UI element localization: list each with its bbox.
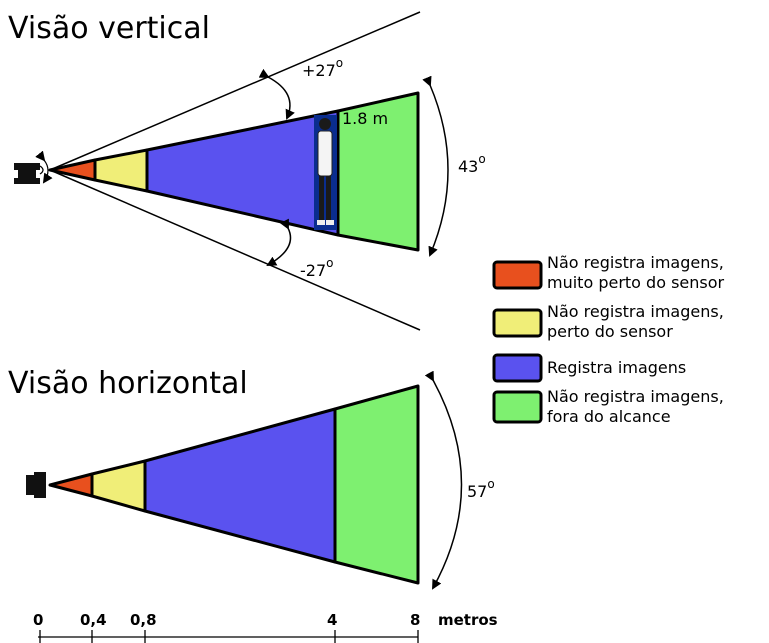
scale-label-0: 0	[33, 611, 43, 629]
angle-span-vertical-label: 43o	[458, 152, 486, 176]
vertical-zone-too-close	[48, 158, 97, 182]
vertical-zone-records	[145, 109, 340, 237]
vertical-zone-out-of-range	[336, 91, 420, 252]
angle-bottom-label: -27o	[300, 256, 333, 280]
angle-span-vertical-arrow-icon	[422, 75, 449, 257]
legend-label: Não registra imagens,	[547, 302, 724, 321]
legend-label: perto do sensor	[547, 322, 673, 341]
scale-unit-label: metros	[438, 611, 498, 629]
sensor-icon	[14, 163, 44, 184]
person-figure	[314, 115, 337, 230]
legend-swatch	[492, 260, 543, 290]
person-height-label: 1.8 m	[342, 109, 388, 128]
scale-label-4: 4	[327, 611, 337, 629]
legend: Não registra imagens,muito perto do sens…	[492, 253, 725, 426]
horizontal-zone-records	[143, 407, 337, 564]
angle-top-label: +27o	[302, 56, 343, 80]
scale-label-0-8: 0,8	[130, 611, 157, 629]
angle-bottom-arrow-icon	[266, 218, 292, 266]
legend-label: Não registra imagens,	[547, 387, 724, 406]
sensor-top-icon	[26, 472, 46, 498]
angle-top-arrow-icon	[258, 68, 295, 120]
legend-label: muito perto do sensor	[547, 273, 725, 292]
distance-scale: 0 0,4 0,8 4 8 metros	[33, 611, 498, 643]
vertical-view-title: Visão vertical	[8, 11, 210, 46]
vertical-fov-line-top	[49, 11, 421, 171]
sensor-tilt-arrow-icon	[35, 150, 53, 184]
horizontal-zone-too-close	[48, 472, 94, 498]
legend-swatch	[492, 390, 543, 424]
legend-label: fora do alcance	[547, 407, 671, 426]
legend-label: Não registra imagens,	[547, 253, 724, 272]
angle-span-horizontal-arrow-icon	[424, 370, 463, 590]
vertical-fov-line-bottom	[49, 169, 421, 331]
vertical-zone-close	[93, 148, 149, 193]
legend-swatch	[492, 353, 543, 383]
horizontal-zone-out-of-range	[333, 384, 420, 585]
horizontal-zone-close	[90, 459, 147, 513]
legend-label: Registra imagens	[547, 358, 686, 377]
scale-label-8: 8	[410, 611, 420, 629]
angle-span-horizontal-label: 57o	[467, 477, 495, 501]
scale-label-0-4: 0,4	[80, 611, 107, 629]
legend-swatch	[492, 308, 543, 338]
horizontal-view-title: Visão horizontal	[8, 366, 248, 401]
